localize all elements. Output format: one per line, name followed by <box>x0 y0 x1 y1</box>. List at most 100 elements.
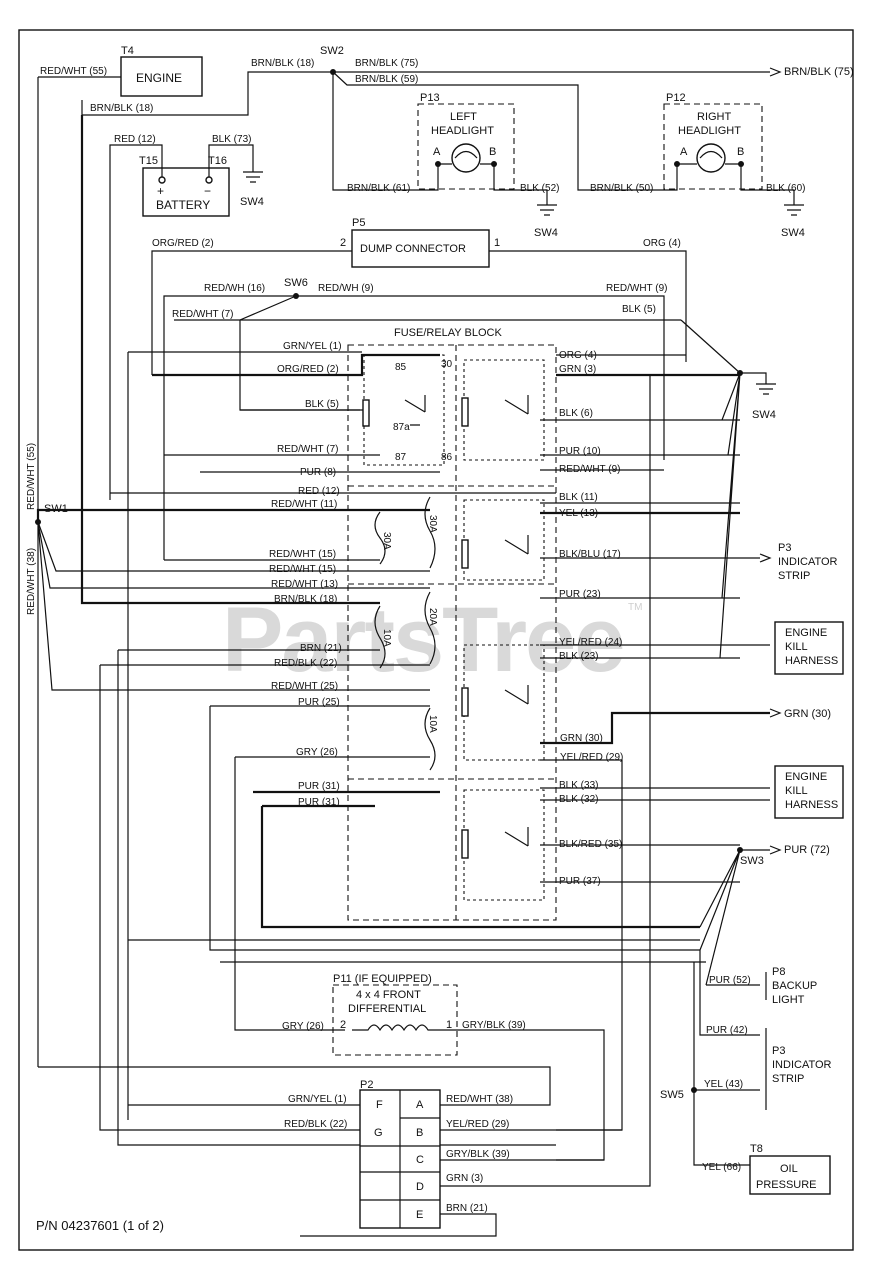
wire-brn-blk-59 <box>332 71 678 191</box>
engine-kill-1-line1: ENGINE <box>785 627 827 639</box>
wire-label: YEL/RED (29) <box>560 752 623 763</box>
relay-switch-icon <box>504 395 529 415</box>
wire-label: RED/WHT (13) <box>271 579 338 590</box>
ground-icon <box>784 204 804 216</box>
arrow-icon <box>769 845 782 855</box>
relay-pin: 86 <box>441 452 453 463</box>
bulb-icon <box>451 143 481 173</box>
p2-pin-c: C <box>416 1154 424 1166</box>
wire-grn-30 <box>540 711 770 745</box>
relay-switch-icon <box>504 535 529 555</box>
wire-label: GRY (26) <box>296 747 338 758</box>
wire-label: RED/WHT (9) <box>559 464 620 475</box>
relay-coil-icon <box>362 399 370 427</box>
wire-label: BLK (6) <box>559 408 593 419</box>
p2-pin-e: E <box>416 1209 423 1221</box>
wire-red-blk-22 <box>99 664 430 1131</box>
battery-label: BATTERY <box>156 198 210 212</box>
p2-pin-a: A <box>416 1099 424 1111</box>
wire-label: GRY (26) <box>282 1021 324 1032</box>
wire-label: RED/BLK (22) <box>274 658 337 669</box>
p2-pin-b: B <box>416 1127 423 1139</box>
right-headlight-line2: HEADLIGHT <box>678 125 741 137</box>
ground-label: SW4 <box>534 227 558 239</box>
wire-label: BLK/BLU (17) <box>559 549 621 560</box>
wire-label-vertical: RED/WHT (38) <box>26 548 37 615</box>
arrow-icon <box>769 708 782 718</box>
p2-pin-f: F <box>376 1099 383 1111</box>
wire-brn-21 <box>117 649 556 1146</box>
wire-label: BRN/BLK (75) <box>355 58 418 69</box>
wire-label: PUR (8) <box>300 467 336 478</box>
wire-org-red-2 <box>151 250 352 375</box>
p2-pin-d: D <box>416 1181 424 1193</box>
wire-label: PUR (37) <box>559 876 601 887</box>
wire-label: ORG/RED (2) <box>277 364 339 375</box>
wire-label: BLK (73) <box>212 134 251 145</box>
fuse-icon <box>374 511 386 565</box>
part-number: P/N 04237601 (1 of 2) <box>36 1218 164 1233</box>
wire-gry-26 <box>234 756 430 1031</box>
diff-pin2: 2 <box>340 1019 346 1031</box>
relay-group <box>461 359 545 901</box>
wire-label: BRN/BLK (18) <box>251 58 314 69</box>
pin-b: B <box>489 146 496 158</box>
wire-label: RED/WHT (7) <box>277 444 338 455</box>
differential-line1: 4 x 4 FRONT <box>356 989 421 1001</box>
wire-yel-red-29 <box>540 759 623 1131</box>
oil-pressure-box <box>749 1155 831 1195</box>
engine-kill-1-line3: HARNESS <box>785 655 838 667</box>
wire-label: BLK (60) <box>766 183 805 194</box>
partstree-watermark: PartsTree <box>222 589 625 691</box>
relay-coil-icon <box>461 687 469 717</box>
oil-tag: T8 <box>750 1143 763 1155</box>
wire-brn-blk-61 <box>332 72 439 191</box>
ground-label: SW4 <box>752 409 776 421</box>
splice-sw1 <box>35 519 41 525</box>
left-headlight-tag: P13 <box>420 92 440 104</box>
wire-blk-73 <box>208 144 254 177</box>
battery-plus: + <box>157 184 164 198</box>
right-headlight-box <box>663 103 763 190</box>
engine-kill-harness-2 <box>774 765 844 819</box>
relay-pin: 87a <box>393 422 410 433</box>
wire-label: GRY/BLK (39) <box>462 1020 526 1031</box>
wire-label: YEL (66) <box>702 1162 741 1173</box>
differential-line2: DIFFERENTIAL <box>348 1003 426 1015</box>
wire-label: PUR (31) <box>298 781 340 792</box>
wire-label: GRN/YEL (1) <box>283 341 342 352</box>
wire-pur-31 <box>253 790 700 929</box>
wire-label: PUR (52) <box>709 975 751 986</box>
wire-brn-21-p2 <box>300 1213 497 1237</box>
wire-red-wht-15 <box>37 521 430 572</box>
wire-label: RED/BLK (22) <box>284 1119 347 1130</box>
arrow-icon <box>759 553 772 563</box>
wire-label: GRN (30) <box>560 733 603 744</box>
fuse-rating: 10A <box>427 715 438 733</box>
wire-label: BRN/BLK (61) <box>347 183 410 194</box>
wire-label: RED/WHT (15) <box>269 564 336 575</box>
wire-label: PUR (42) <box>706 1025 748 1036</box>
fuse-rating: 10A <box>381 629 392 647</box>
wire-label: RED/WHT (11) <box>271 499 337 510</box>
pin-a: A <box>680 146 688 158</box>
wire-label: YEL (13) <box>559 508 598 519</box>
fuse-rating: 30A <box>381 532 392 550</box>
wire-label: PUR (31) <box>298 797 340 808</box>
wire-label: BLK (5) <box>622 304 656 315</box>
right-headlight-tag: P12 <box>666 92 686 104</box>
splice-label: SW1 <box>44 503 68 515</box>
engine-kill-1-line2: KILL <box>785 641 808 653</box>
wire-label: ORG/RED (2) <box>152 238 214 249</box>
wire-label: BRN/BLK (18) <box>90 103 153 114</box>
wire-label: BLK (11) <box>559 492 598 503</box>
wire-grn-3-p2 <box>440 375 651 1187</box>
wire-red-wh-16 <box>163 295 296 560</box>
battery-minus-tag: T16 <box>208 155 227 167</box>
fuse-icon <box>424 591 436 665</box>
p3-bottom-tag: P3 <box>772 1045 785 1057</box>
p8-line1: BACKUP <box>772 980 817 992</box>
battery-minus: − <box>204 184 211 198</box>
pin-a: A <box>433 146 441 158</box>
